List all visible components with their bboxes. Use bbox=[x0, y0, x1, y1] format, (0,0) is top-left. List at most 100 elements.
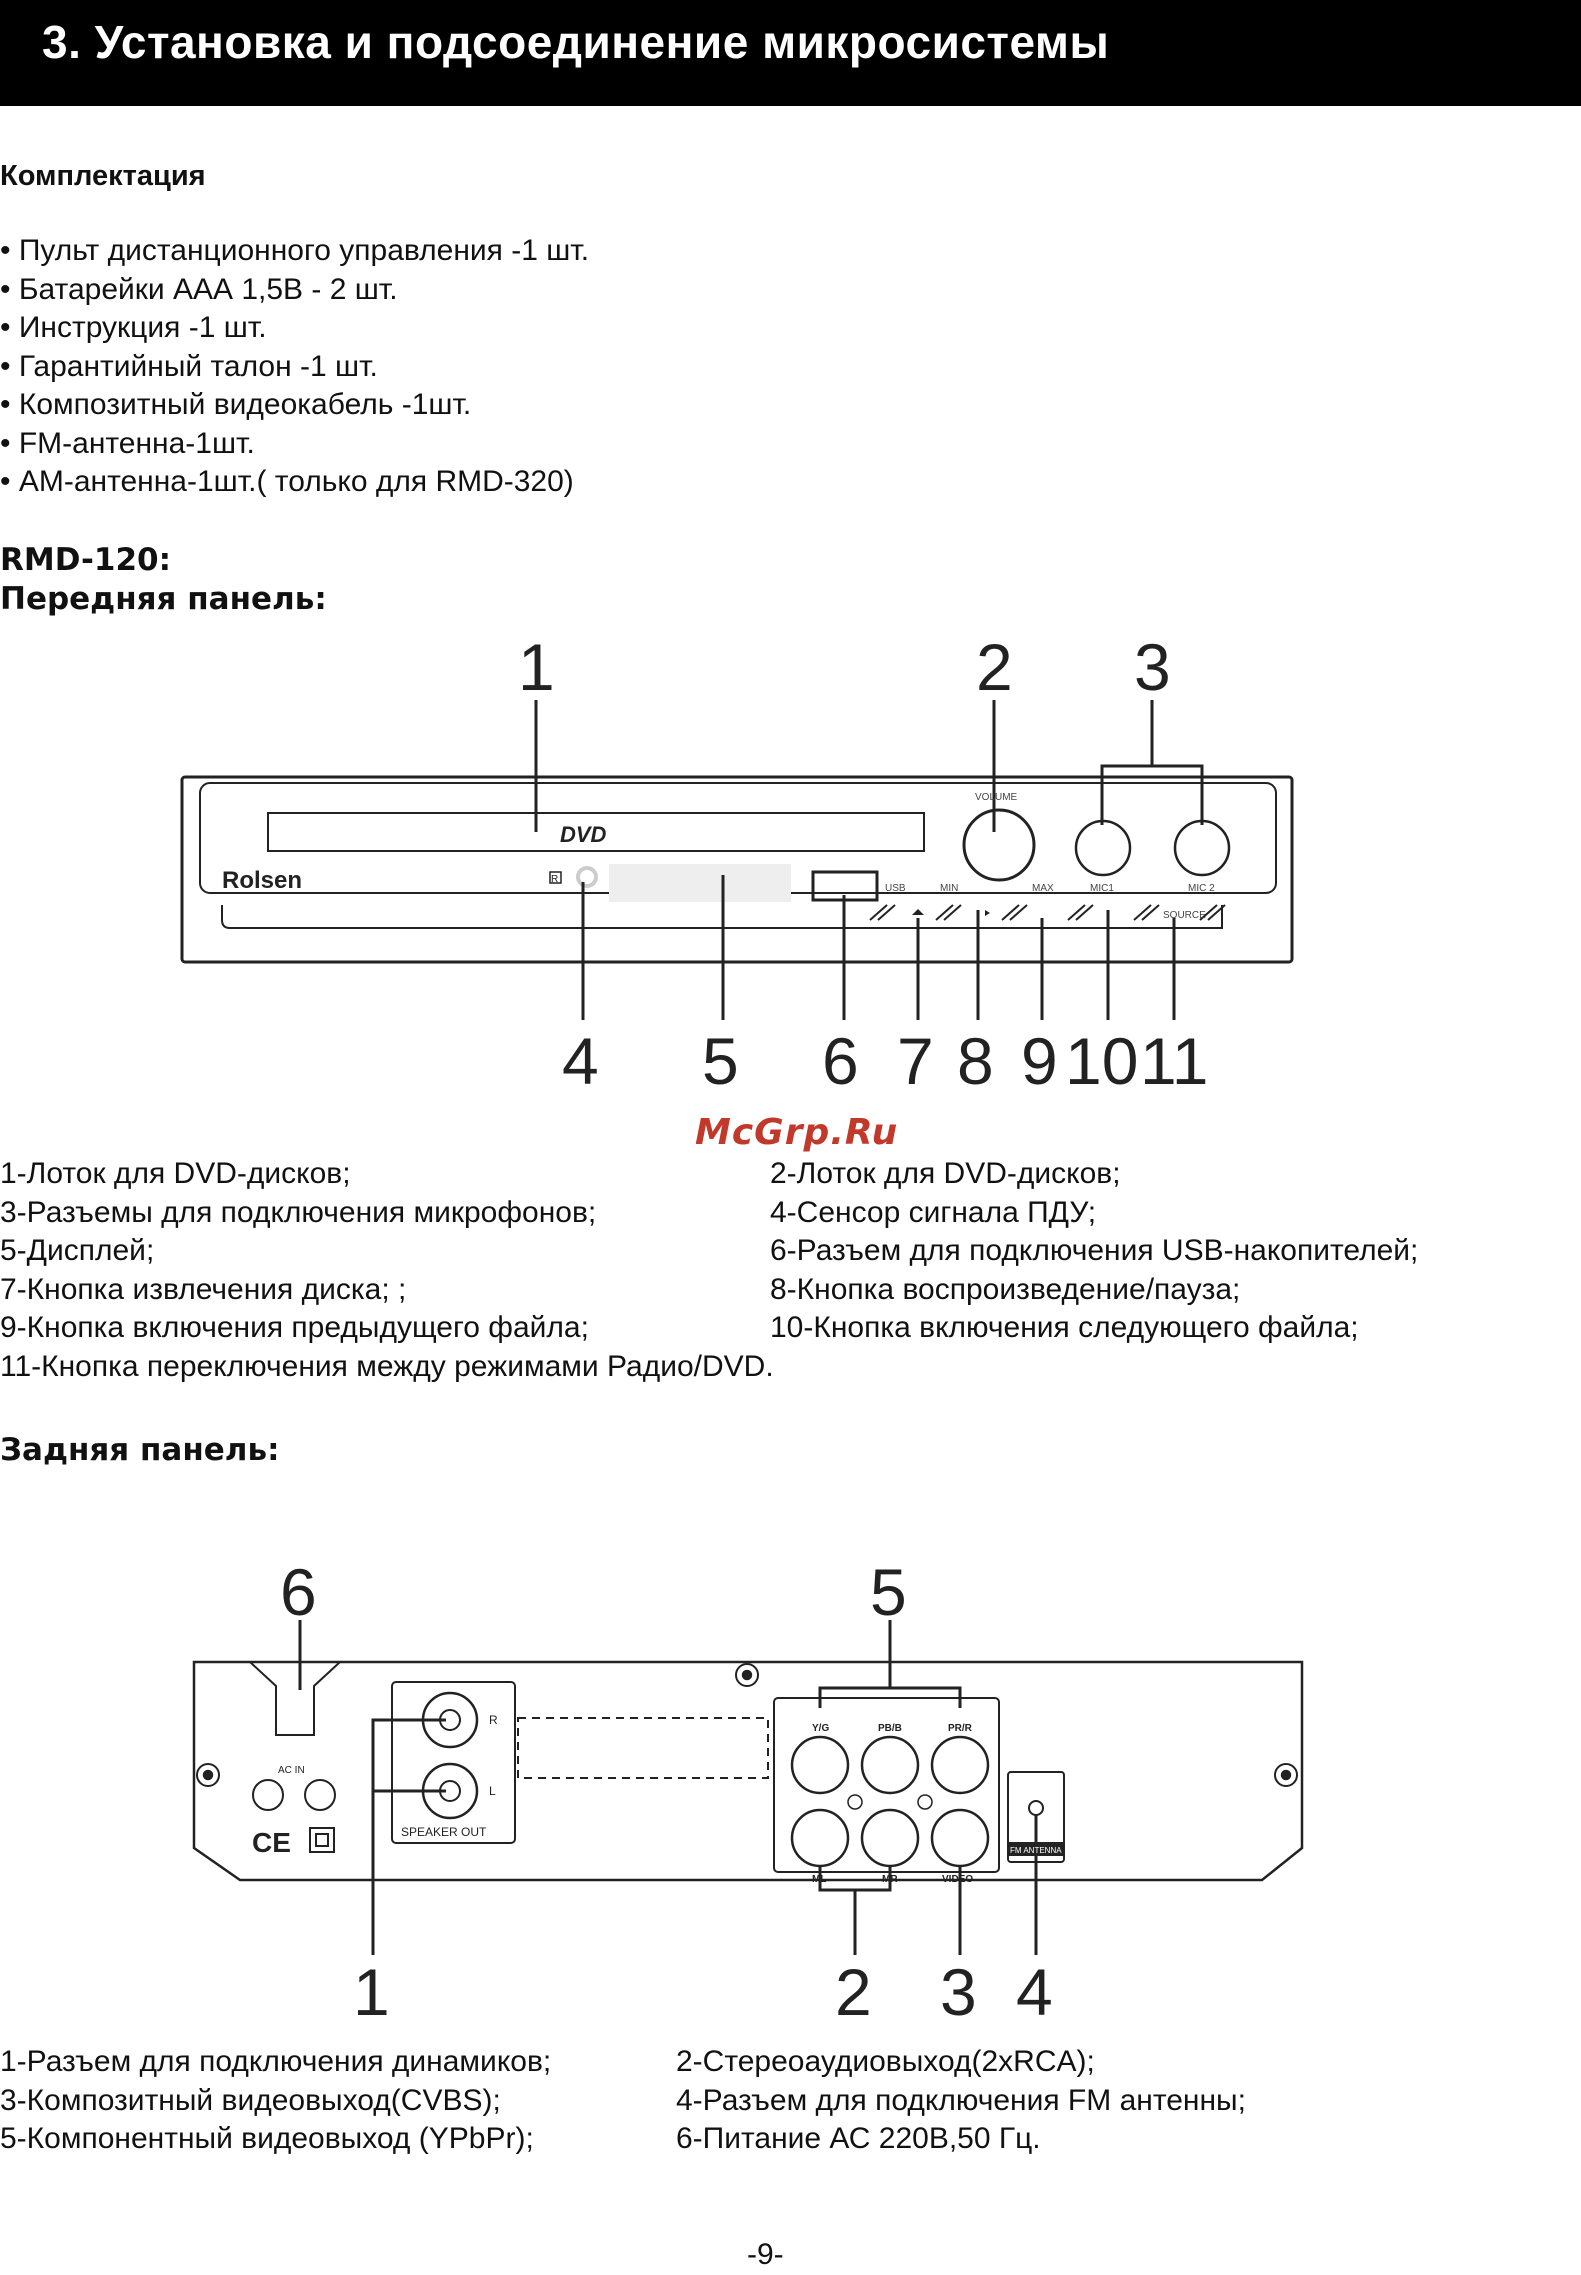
rear-legend-right: 2-Стереоаудиовыход(2xRCA); 4-Разъем для … bbox=[676, 2043, 1246, 2159]
legend-item: 4-Разъем для подключения FM антенны; bbox=[676, 2083, 1246, 2117]
callout-2: 2 bbox=[976, 630, 1013, 704]
legend-item: 11-Кнопка переключения между режимами Ра… bbox=[0, 1349, 774, 1383]
legend-item: 6-Питание АС 220В,50 Гц. bbox=[676, 2122, 1041, 2155]
label-ac-in: AC IN bbox=[278, 1765, 305, 1776]
ce-mark: CE bbox=[252, 1827, 291, 1858]
speaker-out-block bbox=[391, 1681, 516, 1844]
label-mic1: MIC1 bbox=[1090, 883, 1114, 894]
jack-video bbox=[930, 1808, 990, 1868]
legend-item: 5-Компонентный видеовыход (YPbPr); bbox=[0, 2122, 534, 2155]
label-volume: VOLUME bbox=[975, 792, 1018, 803]
front-panel-body bbox=[180, 775, 1294, 964]
label-l: L bbox=[489, 1784, 496, 1798]
jack-yg bbox=[790, 1735, 850, 1795]
page-title: 3. Установка и подсоединение микросистем… bbox=[42, 16, 1110, 68]
dvd-logo: DVD bbox=[560, 822, 607, 847]
legend-item: 8-Кнопка воспроизведение/пауза; bbox=[770, 1272, 1241, 1306]
jack-ml bbox=[790, 1808, 850, 1868]
page-number: -9- bbox=[747, 2238, 784, 2271]
list-item: • FM-антенна-1шт. bbox=[0, 426, 255, 460]
legend-item: 2-Лоток для DVD-дисков; bbox=[770, 1157, 1121, 1190]
list-item: • АМ-антенна-1шт.( только для RMD-320) bbox=[0, 465, 574, 498]
rear-panel-body bbox=[192, 1660, 1304, 1882]
front-panel-diagram: Rolsen DVD R VOLUME USB MIN MAX MIC1 MIC… bbox=[180, 630, 1294, 1098]
label-yg: Y/G bbox=[812, 1723, 829, 1734]
callout-6: 6 bbox=[822, 1024, 859, 1098]
jack-pbb bbox=[860, 1735, 920, 1795]
callout-1: 1 bbox=[518, 630, 555, 704]
package-list: • Пульт дистанционного управления -1 шт.… bbox=[0, 232, 589, 502]
legend-item: 7-Кнопка извлечения диска; ; bbox=[0, 1272, 407, 1306]
rostest-mark-icon bbox=[304, 1779, 336, 1811]
list-item: • Инструкция -1 шт. bbox=[0, 311, 267, 344]
dashed-slot bbox=[517, 1717, 769, 1779]
callout-9: 9 bbox=[1021, 1024, 1058, 1098]
model-name: RMD-120: bbox=[0, 542, 171, 578]
callout-5: 5 bbox=[702, 1024, 739, 1098]
volume-knob bbox=[962, 808, 1036, 882]
legend-item: 6-Разъем для подключения USB-накопителей… bbox=[770, 1234, 1419, 1267]
callout-3: 3 bbox=[1134, 630, 1171, 704]
label-max: MAX bbox=[1032, 883, 1054, 894]
legend-item: 5-Дисплей; bbox=[0, 1234, 155, 1267]
list-item: • Композитный видеокабель -1шт. bbox=[0, 388, 472, 421]
brand-logo: Rolsen bbox=[222, 867, 302, 894]
power-cord-notch bbox=[249, 1661, 341, 1736]
label-ml: ML bbox=[812, 1874, 826, 1885]
label-video: VIDEO bbox=[942, 1874, 973, 1885]
fm-antenna-jack bbox=[1028, 1800, 1044, 1816]
label-source: SOURCE bbox=[1163, 910, 1206, 921]
legend-item: 4-Сенсор сигнала ПДУ; bbox=[770, 1195, 1097, 1229]
legend-item: 1-Лоток для DVD-дисков; bbox=[0, 1157, 351, 1190]
legend-item: 9-Кнопка включения предыдущего файла; bbox=[0, 1311, 589, 1344]
legend-item: 3-Разъемы для подключения микрофонов; bbox=[0, 1195, 597, 1229]
ir-sensor bbox=[549, 871, 562, 884]
package-heading: Комплектация bbox=[0, 160, 206, 192]
callout-4: 4 bbox=[562, 1024, 599, 1098]
rear-panel-diagram: CE AC IN R L SPEAKER OUT Y/G PB/B PR/R M… bbox=[192, 1555, 1304, 2029]
front-legend-right: 2-Лоток для DVD-дисков; 4-Сенсор сигнала… bbox=[770, 1155, 1418, 1348]
rear-callout-3: 3 bbox=[940, 1955, 977, 2029]
label-pbb: PB/B bbox=[878, 1723, 902, 1734]
list-item: • Пульт дистанционного управления -1 шт. bbox=[0, 234, 590, 267]
list-item: • Батарейки ААА 1,5В - 2 шт. bbox=[0, 272, 398, 306]
callout-11: 11 bbox=[1140, 1024, 1209, 1098]
mic1-jack bbox=[1074, 819, 1132, 877]
jack-prr bbox=[930, 1735, 990, 1795]
rear-callout-1: 1 bbox=[353, 1955, 390, 2029]
callout-10: 10 bbox=[1065, 1024, 1138, 1098]
screw-left bbox=[196, 1763, 220, 1787]
legend-item: 1-Разъем для подключения динамиков; bbox=[0, 2045, 552, 2078]
callout-7: 7 bbox=[897, 1024, 934, 1098]
jack-mr bbox=[860, 1808, 920, 1868]
label-r: R bbox=[489, 1713, 498, 1727]
legend-item: 3-Композитный видеовыход(CVBS); bbox=[0, 2083, 501, 2117]
label-speaker-out: SPEAKER OUT bbox=[401, 1825, 487, 1839]
label-min: MIN bbox=[940, 883, 958, 894]
list-item: • Гарантийный талон -1 шт. bbox=[0, 349, 378, 383]
callout-8: 8 bbox=[957, 1024, 994, 1098]
header-bar: 3. Установка и подсоединение микросистем… bbox=[0, 0, 1581, 106]
front-panel-heading: Передняя панель: bbox=[0, 581, 327, 617]
rear-callout-5: 5 bbox=[870, 1555, 907, 1629]
rear-panel-heading: Задняя панель: bbox=[0, 1432, 280, 1468]
rear-callout-2: 2 bbox=[835, 1955, 872, 2029]
screw-top bbox=[735, 1663, 759, 1687]
av-output-block bbox=[773, 1697, 1000, 1873]
double-insulation-icon bbox=[309, 1827, 335, 1853]
legend-item: 10-Кнопка включения следующего файла; bbox=[770, 1311, 1359, 1344]
label-prr: PR/R bbox=[948, 1723, 973, 1734]
mic2-jack bbox=[1173, 819, 1231, 877]
ir-mark: R bbox=[551, 874, 558, 885]
label-fm-antenna: FM ANTENNA bbox=[1010, 1846, 1062, 1855]
disc-tray bbox=[267, 812, 925, 852]
label-usb: USB bbox=[885, 883, 906, 894]
front-legend-left: 1-Лоток для DVD-дисков; 3-Разъемы для по… bbox=[0, 1155, 774, 1386]
label-mr: MR bbox=[882, 1874, 898, 1885]
rear-legend-left: 1-Разъем для подключения динамиков; 3-Ко… bbox=[0, 2043, 551, 2159]
display-window bbox=[609, 864, 791, 902]
label-mic2: MIC 2 bbox=[1188, 883, 1215, 894]
screw-right bbox=[1274, 1763, 1298, 1787]
pct-mark-icon bbox=[252, 1779, 284, 1811]
rear-callout-4: 4 bbox=[1016, 1955, 1053, 2029]
